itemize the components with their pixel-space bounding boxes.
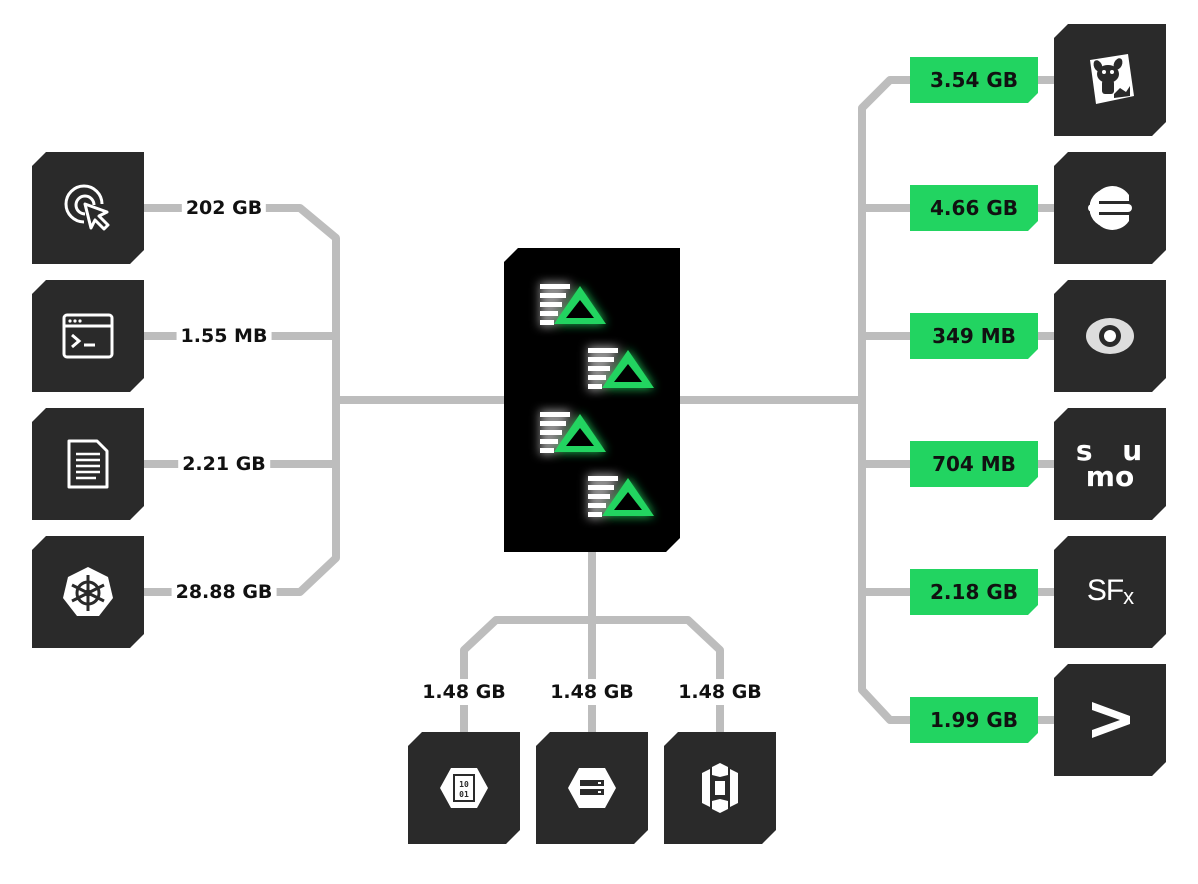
source-volume-label: 202 GB	[181, 195, 267, 221]
document-icon	[66, 438, 110, 490]
azure-blob-icon: 10 01	[439, 766, 489, 810]
elastic-icon	[1085, 183, 1135, 233]
sfx-logo: SFx	[1086, 574, 1134, 609]
storage-volume-label: 1.48 GB	[418, 679, 510, 705]
svg-text:01: 01	[459, 790, 469, 799]
storage-tile-s3	[664, 732, 776, 844]
storage-volume-label: 1.48 GB	[546, 679, 638, 705]
source-volume-label: 28.88 GB	[171, 579, 277, 605]
source-tile-kubernetes	[32, 536, 144, 648]
source-volume-label: 1.55 MB	[176, 323, 272, 349]
router-logo-icon	[504, 248, 680, 552]
source-volume-label: 2.21 GB	[178, 451, 270, 477]
cursor-click-icon	[58, 178, 118, 238]
source-tile-document	[32, 408, 144, 520]
destination-tile-sumo: s u mo	[1054, 408, 1166, 520]
destination-volume-pill: 349 MB	[910, 313, 1038, 359]
chevron-right-icon	[1086, 696, 1134, 744]
source-tile-cursor	[32, 152, 144, 264]
gcp-storage-icon	[567, 766, 617, 810]
storage-tile-azure-blob: 10 01	[408, 732, 520, 844]
destination-volume-pill: 704 MB	[910, 441, 1038, 487]
destination-volume-pill: 2.18 GB	[910, 569, 1038, 615]
destination-tile-chevron	[1054, 664, 1166, 776]
destination-tile-eye	[1054, 280, 1166, 392]
destination-volume-pill: 3.54 GB	[910, 57, 1038, 103]
datadog-icon	[1084, 52, 1136, 108]
sumo-logo: s u mo	[1075, 434, 1153, 493]
storage-volume-label: 1.48 GB	[674, 679, 766, 705]
source-tile-terminal	[32, 280, 144, 392]
router-hub	[504, 248, 680, 552]
destination-volume-pill: 4.66 GB	[910, 185, 1038, 231]
destination-volume-pill: 1.99 GB	[910, 697, 1038, 743]
kubernetes-icon	[61, 565, 115, 619]
destination-tile-elastic	[1054, 152, 1166, 264]
storage-tile-gcp	[536, 732, 648, 844]
eye-icon	[1084, 316, 1136, 356]
destination-tile-datadog	[1054, 24, 1166, 136]
aws-s3-icon	[698, 763, 742, 813]
svg-text:10: 10	[459, 780, 469, 789]
terminal-icon	[62, 313, 114, 359]
destination-tile-sfx: SFx	[1054, 536, 1166, 648]
